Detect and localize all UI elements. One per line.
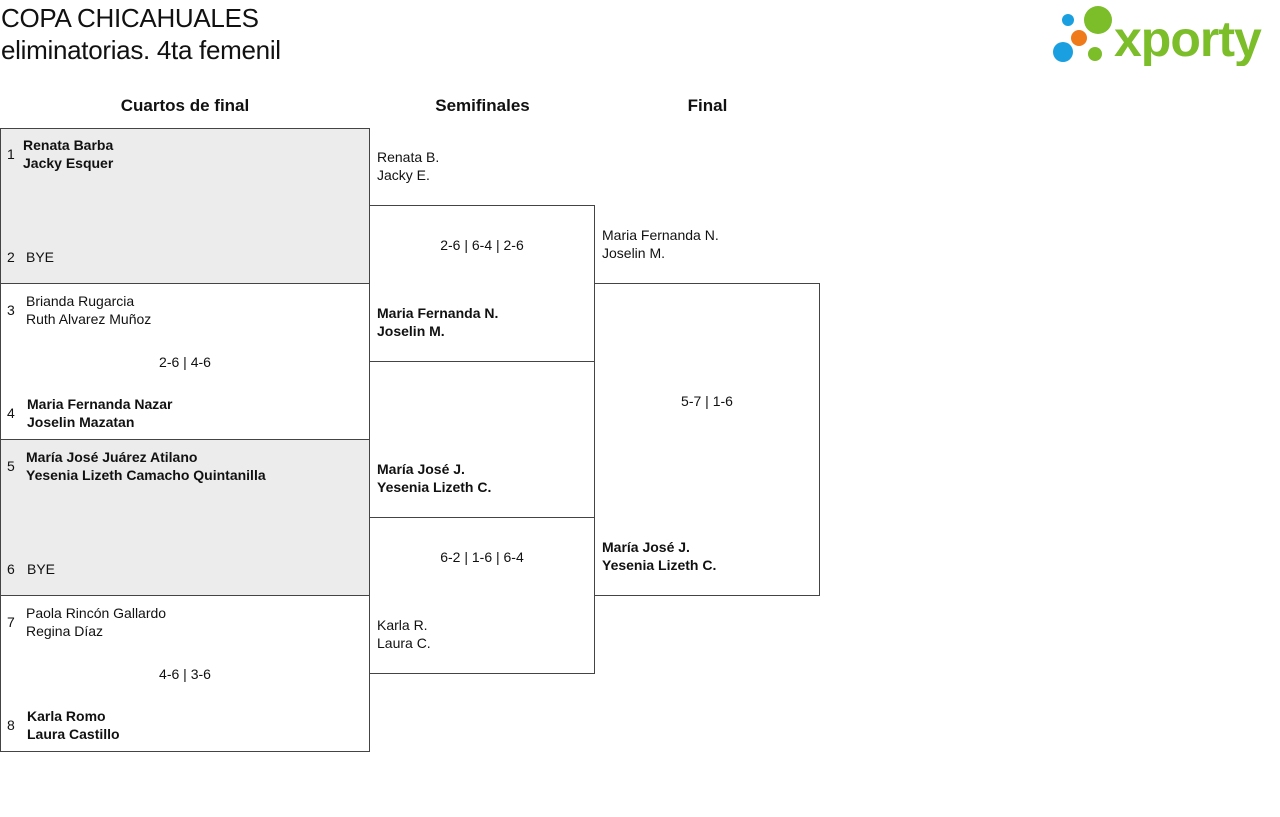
player-name: Laura C. (377, 635, 431, 651)
seed-number: 3 (7, 302, 15, 318)
player-name: Maria Fernanda N. (377, 305, 499, 321)
seed-number: 6 (7, 561, 15, 577)
seed-number: 8 (7, 717, 15, 733)
bye-entry: BYE (26, 248, 54, 266)
logo-dot-orange (1071, 30, 1087, 46)
team-entry[interactable]: Renata Barba Jacky Esquer (23, 136, 113, 172)
player-name: Ruth Alvarez Muñoz (26, 311, 152, 327)
qf-match-3-box (0, 439, 370, 596)
team-entry[interactable]: Maria Fernanda Nazar Joselin Mazatan (27, 395, 173, 431)
player-name: Paola Rincón Gallardo (26, 605, 167, 621)
player-name: Joselin M. (377, 323, 445, 339)
team-entry[interactable]: Karla R. Laura C. (377, 616, 431, 652)
player-name: Karla Romo (27, 708, 106, 724)
player-name: María José Juárez Atilano (26, 449, 198, 465)
match-score: 2-6 | 4-6 (159, 354, 211, 370)
seed-number: 4 (7, 405, 15, 421)
player-name: Renata Barba (23, 137, 114, 153)
player-name: Brianda Rugarcia (26, 293, 135, 309)
player-name: Joselin M. (602, 245, 666, 261)
player-name: María José J. (377, 461, 465, 477)
logo-dot-green-large (1084, 6, 1112, 34)
match-score: 4-6 | 3-6 (159, 666, 211, 682)
bye-entry: BYE (27, 560, 55, 578)
match-score: 6-2 | 1-6 | 6-4 (440, 549, 524, 565)
team-entry[interactable]: Maria Fernanda N. Joselin M. (602, 226, 719, 262)
logo-wordmark: xporty (1114, 11, 1262, 66)
seed-number: 5 (7, 458, 15, 474)
player-name: Maria Fernanda N. (602, 227, 719, 243)
logo-dot-blue-small (1062, 14, 1074, 26)
player-name: Yesenia Lizeth Camacho Quintanilla (26, 467, 266, 483)
player-name: Renata B. (377, 149, 440, 165)
final-match-box (594, 283, 820, 596)
page-subtitle: eliminatorias. 4ta femenil (1, 35, 281, 65)
team-entry[interactable]: María José Juárez Atilano Yesenia Lizeth… (26, 448, 266, 484)
team-entry[interactable]: Karla Romo Laura Castillo (27, 707, 120, 743)
player-name: Maria Fernanda Nazar (27, 396, 173, 412)
round-header-semifinals: Semifinales (435, 96, 530, 115)
bye-label: BYE (26, 249, 55, 265)
seed-number: 2 (7, 249, 15, 265)
page-title: COPA CHICAHUALES (1, 3, 259, 33)
team-entry[interactable]: Brianda Rugarcia Ruth Alvarez Muñoz (26, 292, 151, 328)
team-entry[interactable]: Renata B. Jacky E. (377, 148, 439, 184)
player-name: Jacky Esquer (23, 155, 114, 171)
player-name: Laura Castillo (27, 726, 120, 742)
match-score: 5-7 | 1-6 (681, 393, 733, 409)
player-name: Yesenia Lizeth C. (602, 557, 717, 573)
logo-dot-green-small (1088, 47, 1102, 61)
seed-number: 7 (7, 614, 15, 630)
qf-match-1-box (0, 128, 370, 284)
bye-label: BYE (27, 561, 56, 577)
team-entry[interactable]: María José J. Yesenia Lizeth C. (377, 460, 491, 496)
seed-number: 1 (7, 146, 15, 162)
player-name: Yesenia Lizeth C. (377, 479, 492, 495)
player-name: Regina Díaz (26, 623, 104, 639)
team-entry[interactable]: Paola Rincón Gallardo Regina Díaz (26, 604, 166, 640)
team-entry[interactable]: Maria Fernanda N. Joselin M. (377, 304, 498, 340)
player-name: Joselin Mazatan (27, 414, 135, 430)
xporty-logo[interactable]: xporty (1050, 4, 1276, 66)
player-name: María José J. (602, 539, 690, 555)
player-name: Jacky E. (377, 167, 430, 183)
round-header-quarterfinals: Cuartos de final (120, 96, 250, 115)
round-header-final: Final (687, 96, 728, 115)
player-name: Karla R. (377, 617, 428, 633)
match-score: 2-6 | 6-4 | 2-6 (440, 237, 524, 253)
logo-dot-blue-large (1053, 42, 1073, 62)
team-entry[interactable]: María José J. Yesenia Lizeth C. (602, 538, 716, 574)
